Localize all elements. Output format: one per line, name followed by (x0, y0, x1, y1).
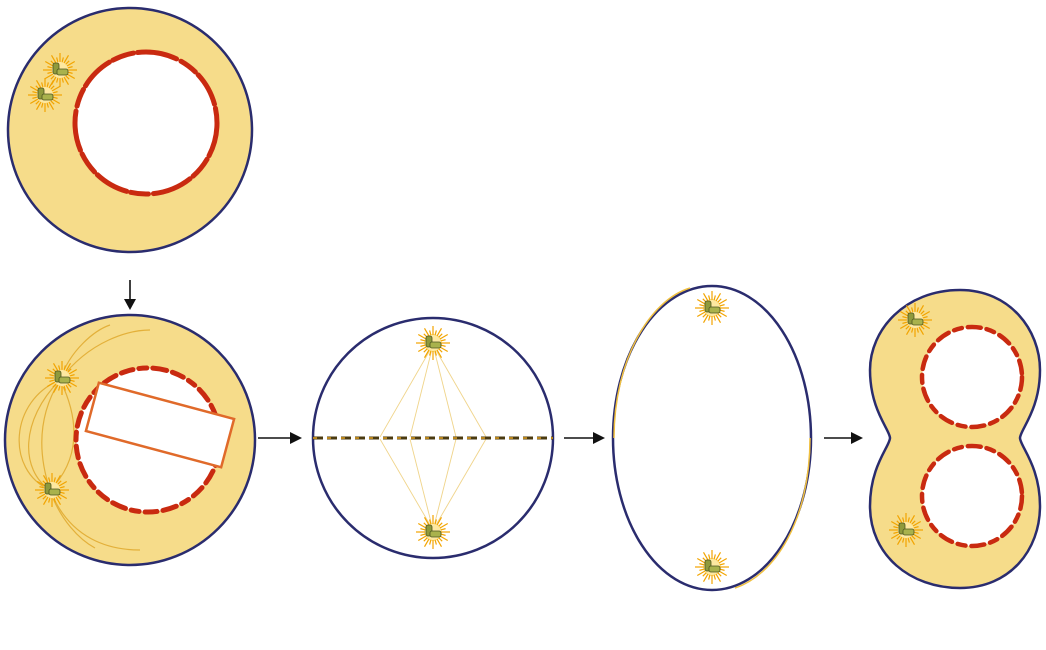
cytoplasm-edge (734, 437, 811, 589)
centrosome-icon (695, 550, 729, 584)
nuclear-envelope (919, 324, 1025, 430)
stage-telophase (868, 288, 1042, 590)
centrosome-icon (28, 78, 62, 112)
chromosome-region (84, 381, 236, 469)
spindle-fibers (18, 324, 151, 551)
nuclear-envelope (919, 443, 1025, 549)
stage-anaphase (611, 284, 813, 592)
centrosome-icon (416, 515, 450, 549)
centrosome-icon (45, 361, 79, 395)
centrosome-icon (695, 291, 729, 325)
centrosome-icon (43, 53, 77, 87)
centrosome-icon (416, 326, 450, 360)
cell-membrane (611, 284, 813, 592)
centrosome-icon (898, 303, 932, 337)
centrosome-icon (35, 473, 69, 507)
daughter-nucleus (922, 327, 1022, 427)
centrosome-icon (889, 513, 923, 547)
arrow-anaphase-to-telophase (824, 432, 863, 444)
stage-interphase (6, 6, 254, 254)
stage-metaphase (311, 316, 555, 560)
arrow-interphase-to-prometaphase (124, 280, 136, 310)
nucleus (75, 52, 217, 194)
arrow-metaphase-to-anaphase (564, 432, 605, 444)
spindle-fibers (379, 344, 487, 531)
arrow-prometaphase-to-metaphase (258, 432, 302, 444)
stage-prometaphase (3, 313, 257, 567)
nuclear-envelope (72, 49, 220, 197)
cytoplasm-edge (613, 287, 691, 439)
daughter-nucleus (922, 446, 1022, 546)
